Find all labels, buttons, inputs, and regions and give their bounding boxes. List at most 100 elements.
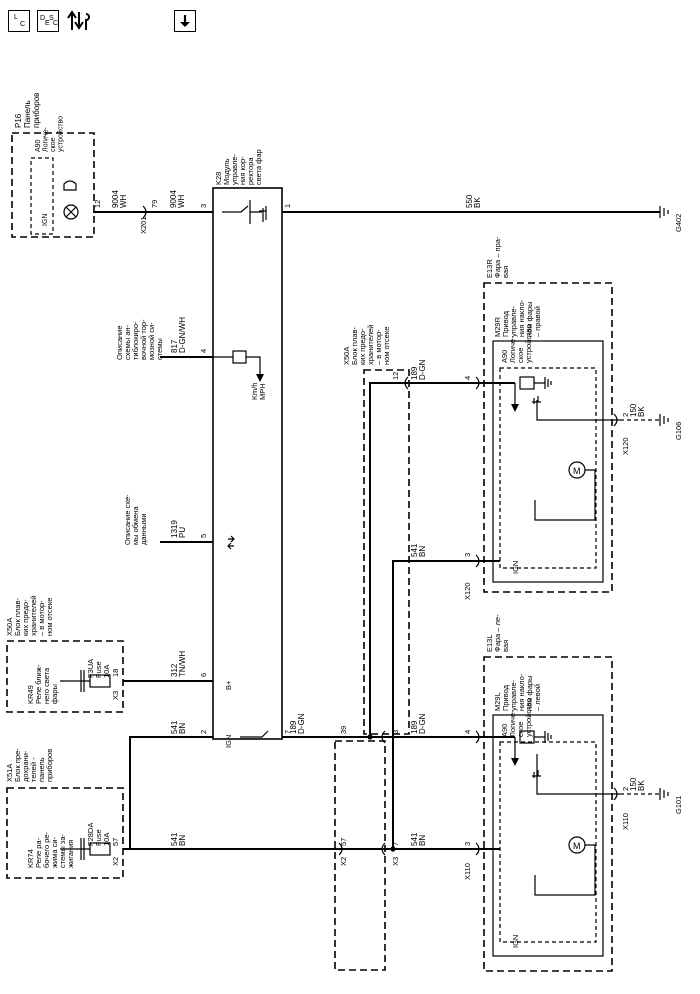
e13r-frame	[483, 282, 613, 593]
desc-letter-c: C	[53, 20, 59, 27]
fuse-f3ua	[89, 674, 111, 688]
connector-x120b: X120	[621, 437, 630, 455]
wire-189l-color: D-GN	[418, 713, 427, 734]
r-motor-wire	[534, 469, 596, 521]
label-e13l: E13LФара – ле-вая	[485, 614, 510, 652]
ground-g402: G402	[674, 214, 683, 232]
splice-189	[367, 734, 373, 740]
wire-9004b-circuit: 9004	[169, 190, 178, 208]
pin-r2: 2	[621, 413, 630, 417]
wire-541r-circuit: 541	[410, 543, 419, 557]
l-ground-wire	[536, 754, 620, 795]
connector-x3-12	[404, 376, 409, 390]
desc-letter-d: D	[40, 15, 46, 22]
k28-ground-1	[259, 206, 267, 222]
p16-lamp-x	[65, 206, 77, 218]
e13l-frame	[483, 656, 613, 972]
connector-x2-57	[338, 842, 343, 856]
label-ign-k28: IGN	[224, 735, 233, 748]
p16-frame	[11, 132, 95, 238]
wire-541a-color: BN	[178, 723, 187, 734]
flow-icon[interactable]	[66, 8, 92, 32]
fuse-f28da	[89, 842, 111, 856]
connector-x3b: X3	[391, 857, 400, 866]
pin-p12b: 12	[391, 372, 400, 380]
wire-817-color: D-GN/WH	[178, 317, 187, 353]
wire-541b-color: BN	[178, 835, 187, 846]
connector-x3-3	[381, 730, 386, 744]
k28-switch-3	[222, 205, 262, 213]
connector-x110b: X110	[621, 813, 630, 830]
wire-541-k28	[123, 736, 213, 850]
connector-x120-2	[613, 413, 618, 427]
connector-x3-7	[381, 842, 386, 856]
wire-150l-circuit: 150	[629, 777, 638, 791]
a90-r-frame	[499, 367, 597, 569]
wire-9004a-circuit: 9004	[111, 190, 120, 208]
pin-r3: 3	[463, 553, 472, 557]
r-arrow	[511, 404, 519, 412]
wire-312-color: TN/WH	[178, 651, 187, 677]
x50a-mid-frame	[363, 369, 410, 735]
wire-189r-color: D-GN	[418, 359, 427, 380]
label-x50a-top: X50AБлок плав-ких предо-хранителей– в мо…	[5, 596, 54, 636]
ref-data-comm: Описание схе-мы обменаданными	[123, 494, 148, 545]
label-p16: P16Панельприборов	[14, 93, 41, 128]
k28-switch-7	[240, 730, 269, 738]
x50a-lower-frame	[334, 740, 386, 971]
ref-abs-description: Описаниесхемы ан-тиблокиро-вочной тор-мо…	[115, 319, 164, 360]
description-button[interactable]: D E S C	[37, 10, 59, 32]
a90-l-frame	[499, 741, 597, 943]
wire-541l-circuit: 541	[410, 832, 419, 846]
pin-l3: 3	[463, 842, 472, 846]
desc-letter-s: S	[49, 15, 54, 22]
download-button[interactable]	[174, 10, 196, 32]
x50a-top-frame	[6, 640, 124, 713]
l-arrow	[511, 758, 519, 766]
wire-1319-circuit: 1319	[170, 520, 179, 538]
m29l-box	[492, 714, 604, 957]
label-bplus: B+	[224, 680, 233, 690]
r-resistor	[519, 376, 535, 390]
connector-x2: X2	[111, 857, 120, 866]
pin-p57b: 57	[339, 838, 348, 846]
label-ign-p16: IGN	[42, 214, 49, 226]
l-motor-m: M	[573, 841, 581, 851]
desc-letter-e: E	[45, 20, 50, 27]
pin-p6: 6	[199, 673, 208, 677]
wire-150r-color: BK	[637, 406, 646, 417]
label-a90-r: A90Логиче-скоеустройство	[500, 324, 533, 363]
wire-189a-color: D-GN	[297, 713, 306, 734]
pin-l4: 4	[463, 730, 472, 734]
pin-p12: 12	[93, 200, 102, 208]
pin-p7: 7	[283, 730, 292, 734]
label-a90-l: A90Логиче-скоеустройство	[500, 698, 533, 737]
r-ground-wire	[536, 400, 620, 421]
k28-module-box	[212, 187, 283, 740]
label-kmh: Km/hMPH	[250, 382, 267, 400]
connector-x201: X201	[139, 216, 148, 234]
m29r-box	[492, 340, 604, 583]
label-f3ua: F3UAFuse10A	[86, 659, 111, 678]
r-ground-mark	[532, 396, 541, 404]
connector-x110a: X110	[463, 863, 472, 880]
p16-indicator-lamp	[63, 204, 79, 220]
label-m29r: M29RПриводуправле-ния накло-ном фары– пр…	[493, 299, 542, 337]
pin-p18: 18	[111, 669, 120, 677]
label-ign-l: IGN	[511, 935, 520, 948]
location-button[interactable]: L C	[8, 10, 30, 32]
connector-x3: X3	[111, 691, 120, 700]
wire-550-circuit: 550	[465, 194, 474, 208]
wire-541-right	[392, 560, 476, 849]
wire-9004a-color: WH	[119, 194, 128, 208]
label-e13r: E13RФара – пра-вая	[485, 236, 510, 278]
connector-x120a: X120	[463, 582, 472, 600]
pin-p5: 5	[199, 534, 208, 538]
download-icon	[180, 15, 190, 27]
wire-541r-color: BN	[418, 546, 427, 557]
pin-p7b: 7	[391, 842, 400, 846]
pin-p39: 39	[339, 726, 348, 734]
r-motor-m: M	[573, 466, 581, 476]
pin-p3b: 3	[391, 730, 400, 734]
